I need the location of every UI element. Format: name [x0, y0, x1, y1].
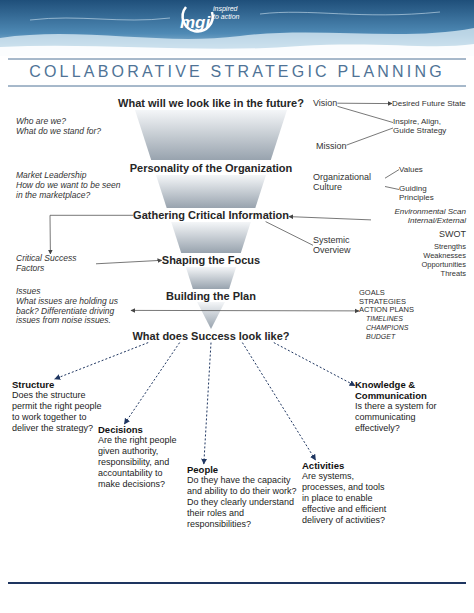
dotted-arrow	[204, 343, 211, 464]
node-text: Guiding Principles	[399, 184, 449, 202]
funnel-segment	[186, 267, 236, 289]
funnel-stage: What will we look like in the future?	[118, 97, 304, 110]
concept-text: Guiding Principles	[399, 184, 449, 202]
funnel-stage: What does Success look like?	[132, 330, 289, 343]
plan-item: STRATEGIES	[359, 298, 414, 307]
swot-item: Opportunities	[406, 260, 466, 269]
node-text: Organizational Culture	[313, 172, 385, 193]
node-text: Mission	[316, 141, 347, 151]
factor-question: Do they have the capacity and ability to…	[187, 475, 299, 530]
connector-line	[131, 310, 359, 312]
funnel-stage: Gathering Critical Information	[133, 209, 289, 222]
node-text: Desired Future State	[392, 99, 466, 108]
funnel-stage: Shaping the Focus	[162, 254, 260, 267]
funnel-segment	[135, 110, 287, 160]
concept-text: Desired Future State	[392, 99, 466, 108]
node-text: Systemic Overview	[313, 235, 368, 256]
funnel-stage: Building the Plan	[166, 290, 256, 303]
concept-text: Vision	[313, 98, 337, 108]
connector-line	[289, 217, 371, 220]
node-text: Vision	[313, 98, 337, 108]
connector-line	[266, 222, 313, 246]
plan-item: GOALS	[359, 289, 414, 298]
plan-item: TIMELINES	[359, 315, 414, 324]
side-note: IssuesWhat issues are holding us back? D…	[16, 287, 131, 326]
node-text: Inspire, Align, Guide Strategy	[393, 117, 463, 135]
success-factor: Knowledge & CommunicationIs there a syst…	[355, 379, 460, 434]
logo-tagline: inspired to action	[213, 5, 241, 20]
node-text: Shaping the Focus	[162, 254, 260, 267]
plan-list: GOALSSTRATEGIESACTION PLANSTIMELINESCHAM…	[359, 289, 414, 341]
node-text: Environmental Scan Internal/External	[371, 207, 466, 225]
factor-heading: Activities	[302, 460, 392, 471]
side-note: Critical Success Factors	[16, 254, 96, 274]
dotted-arrow	[274, 343, 355, 386]
plan-item: ACTION PLANS	[359, 306, 414, 315]
funnel-stage: Personality of the Organization	[130, 162, 293, 175]
swot-item: Weaknesses	[406, 251, 466, 260]
funnel-segment	[156, 175, 266, 208]
funnel-segment	[171, 222, 251, 253]
factor-heading: People	[187, 464, 299, 475]
concept-text: Systemic Overview	[313, 235, 368, 256]
connector-line	[385, 187, 399, 190]
side-note: Who are we?	[16, 117, 66, 127]
rule-line	[8, 59, 466, 60]
logo-mark: mgi	[180, 13, 210, 33]
connector-line	[385, 170, 399, 179]
wave-photo	[0, 0, 474, 56]
plan-item: CHAMPIONS	[359, 324, 414, 333]
connector-line	[50, 215, 133, 254]
node-text: What will we look like in the future?	[118, 97, 304, 110]
connector-line	[337, 106, 393, 122]
factor-heading: Knowledge & Communication	[355, 379, 460, 401]
success-factor: ActivitiesAre systems, processes, and to…	[302, 460, 392, 526]
side-note: What do we stand for?	[16, 127, 101, 137]
concept-text: Organizational Culture	[313, 172, 385, 193]
node-text: Building the Plan	[166, 290, 256, 303]
node-text: Critical Success Factors	[16, 254, 96, 274]
wave-foam	[0, 44, 474, 56]
success-factor: StructureDoes the structure permit the r…	[12, 379, 107, 434]
success-factor: DecisionsAre the right people given auth…	[98, 424, 186, 490]
side-note: How do we want to be seen in the marketp…	[16, 181, 128, 201]
side-note: Market Leadership	[16, 171, 86, 181]
factor-heading: Structure	[12, 379, 107, 390]
concept-text: Inspire, Align, Guide Strategy	[393, 117, 463, 135]
node-text: What issues are holding us back? Differe…	[16, 297, 131, 326]
node-text: Issues	[16, 287, 131, 297]
node-text: Values	[399, 165, 423, 174]
factor-heading: Decisions	[98, 424, 186, 435]
plan-item: BUDGET	[359, 333, 414, 342]
diagram-title: COLLABORATIVE STRATEGIC PLANNING	[0, 63, 474, 81]
factor-question: Are systems, processes, and tools in pla…	[302, 471, 392, 526]
success-factor: PeopleDo they have the capacity and abil…	[187, 464, 299, 530]
dotted-arrow	[242, 343, 315, 460]
rule-line	[8, 86, 466, 87]
wave-streak	[30, 18, 170, 20]
connector-line	[96, 260, 162, 264]
node-text: Personality of the Organization	[130, 162, 293, 175]
factor-question: Is there a system for communicating effe…	[355, 401, 460, 434]
footer-rule	[8, 582, 466, 584]
node-text: Gathering Critical Information	[133, 209, 289, 222]
factor-question: Does the structure permit the right peop…	[12, 390, 107, 434]
factor-question: Are the right people given authority, re…	[98, 435, 186, 490]
swot-heading: SWOT	[406, 229, 466, 239]
concept-text: Mission	[316, 141, 347, 151]
connector-line	[347, 128, 394, 145]
wave-crest	[0, 28, 474, 56]
wave-streak	[260, 12, 440, 15]
input-text: Environmental Scan Internal/External	[371, 207, 466, 225]
node-text: What does Success look like?	[132, 330, 289, 343]
swot-item: Strengths	[406, 242, 466, 251]
connector-line	[337, 103, 392, 104]
funnel-segment	[197, 302, 225, 329]
swot-item: Threats	[406, 269, 466, 278]
concept-text: Values	[399, 165, 423, 174]
dotted-arrow	[55, 343, 148, 379]
dotted-arrow	[124, 343, 179, 424]
